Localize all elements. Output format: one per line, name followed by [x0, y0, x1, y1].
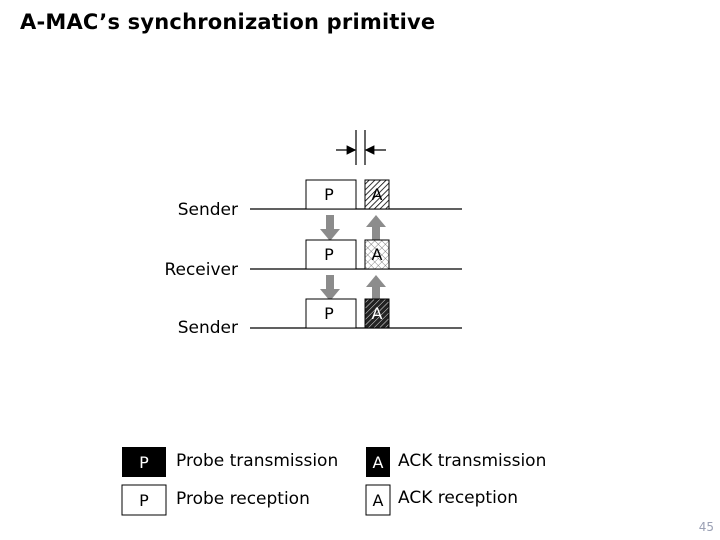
legend-ack-tx-swatch: A	[366, 447, 390, 477]
legend-probe-rx-swatch: P	[121, 484, 167, 516]
probe-packet-box	[305, 239, 357, 270]
legend-ack-reception: ACK reception	[398, 488, 518, 508]
row-sender-top	[250, 179, 462, 210]
probe-label: P	[324, 245, 334, 264]
row-label-receiver: Receiver	[164, 260, 238, 280]
ack-label: A	[372, 304, 383, 323]
spacing-indicator	[336, 130, 386, 165]
svg-text:P: P	[139, 491, 149, 510]
up-arrow-icon	[366, 275, 386, 301]
svg-text:P: P	[139, 453, 149, 472]
probe-packet-box	[305, 179, 357, 210]
row-label-sender-bottom: Sender	[177, 318, 238, 338]
svg-text:A: A	[373, 453, 384, 472]
probe-packet-box	[305, 298, 357, 329]
legend-probe-reception: Probe reception	[176, 489, 310, 509]
probe-label: P	[324, 304, 334, 323]
legend-probe-transmission: Probe transmission	[176, 451, 339, 471]
legend-ack-transmission: ACK transmission	[398, 451, 547, 471]
legend-ack-rx-swatch: A	[365, 484, 391, 516]
ack-packet-box	[364, 179, 390, 210]
ack-label: A	[372, 245, 383, 264]
ack-packet-box	[364, 298, 390, 329]
row-label-sender-top: Sender	[177, 200, 238, 220]
page-number: 45	[698, 520, 714, 534]
ack-label: A	[372, 185, 383, 204]
row-sender-bottom	[250, 298, 462, 329]
svg-text:A: A	[373, 491, 384, 510]
down-arrow-icon	[320, 275, 340, 301]
legend-probe-tx-swatch: P	[122, 447, 166, 477]
down-arrow-icon	[320, 215, 340, 241]
row-receiver	[250, 239, 462, 270]
probe-label: P	[324, 185, 334, 204]
up-arrow-icon	[366, 215, 386, 241]
slide-title: A-MAC’s synchronization primitive	[20, 10, 436, 34]
ack-packet-box	[364, 239, 390, 270]
